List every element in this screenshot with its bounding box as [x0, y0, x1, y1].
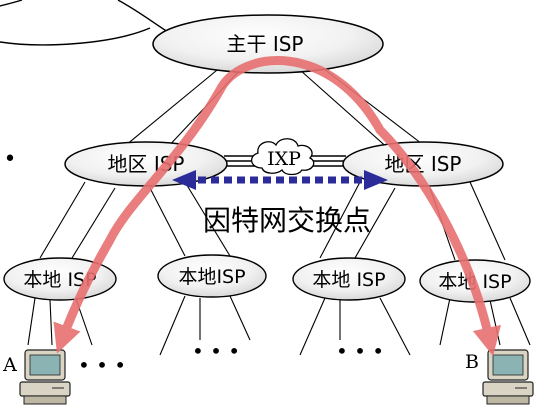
ixp-cloud: IXP	[251, 138, 315, 176]
local-isp-label-1: 本地 ISP	[23, 269, 96, 291]
backbone-isp-node: 主干 ISP	[152, 14, 384, 74]
ellipsis-3: • • •	[336, 339, 384, 363]
backbone-isp-label: 主干 ISP	[226, 32, 303, 56]
regional-isp-right-label: 地区 ISP	[384, 152, 461, 176]
ixp-exchange-arrow	[172, 170, 388, 190]
local-isp-label-3: 本地 ISP	[312, 269, 385, 291]
host-a-label: A	[2, 354, 17, 376]
local-isp-node-3: 本地 ISP	[292, 257, 406, 301]
ixp-caption: 因特网交换点	[203, 204, 371, 237]
bullet-mark: •	[4, 147, 17, 172]
local-isp-label-2: 本地ISP	[178, 266, 245, 288]
ellipsis-1: • • •	[78, 353, 126, 377]
host-a-computer-icon	[19, 349, 71, 405]
route-path	[53, 56, 502, 357]
host-b-computer-icon	[482, 349, 534, 405]
host-b-label: B	[465, 351, 479, 373]
upper-links	[0, 0, 169, 46]
ixp-label: IXP	[267, 148, 301, 170]
ellipsis-2: • • •	[192, 339, 240, 363]
local-isp-node-2: 本地ISP	[157, 254, 267, 298]
